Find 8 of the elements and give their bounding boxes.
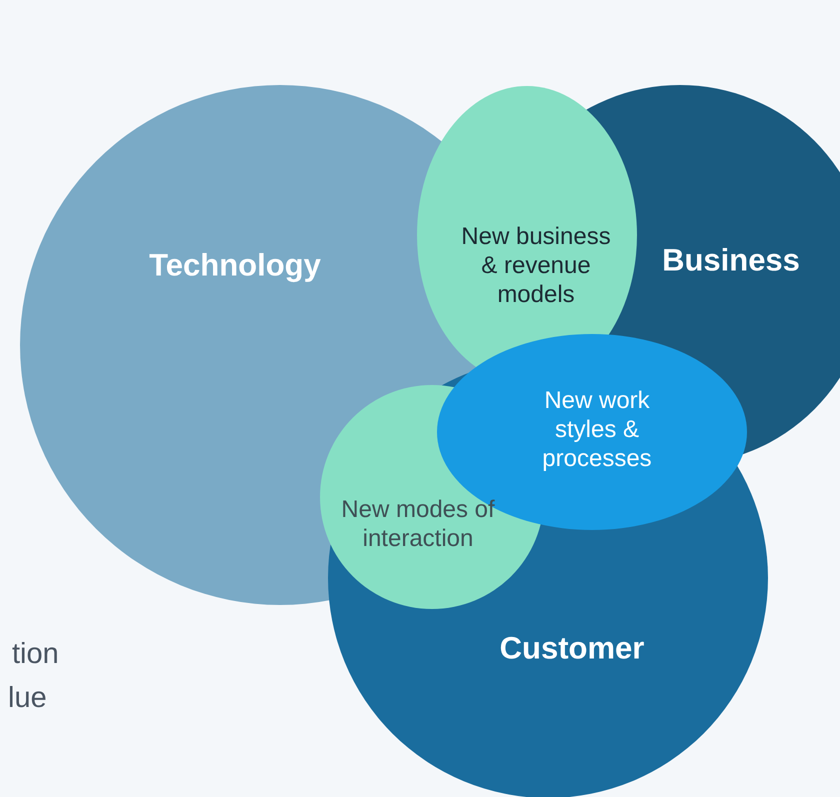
region-label: New modes of interaction: [340, 496, 496, 554]
note-text: lue: [8, 682, 47, 715]
note-text: tion: [12, 638, 59, 671]
region-label: New business & revenue models: [460, 222, 612, 310]
region-label: Business: [662, 241, 800, 279]
region-label: Customer: [500, 629, 644, 667]
region-label: Technology: [149, 246, 321, 284]
region-label: New work styles & processes: [541, 386, 653, 474]
